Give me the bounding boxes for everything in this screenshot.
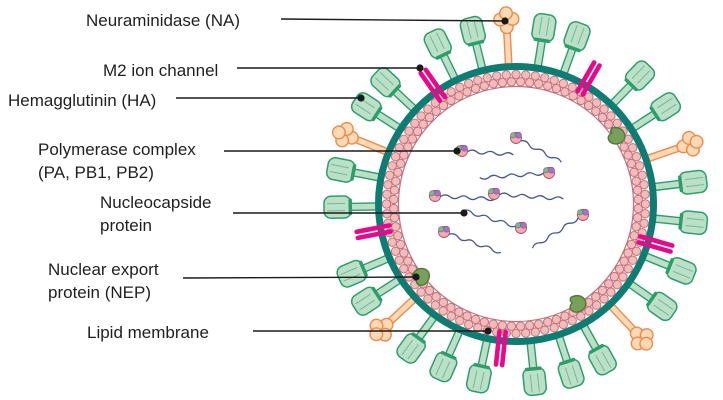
m2-ion-channel-spike: [636, 234, 675, 254]
rnp-segment: [488, 187, 564, 201]
label-m2-ion-channel: M2 ion channel: [103, 61, 219, 80]
m2-ion-channel-spike: [418, 67, 448, 103]
rna-strand: [448, 233, 502, 254]
leader-line-nuclear-export-protein: [182, 276, 417, 279]
rnp-segment: [479, 166, 555, 180]
label-polymerase-complex: Polymerase complex (PA, PB1, PB2): [38, 140, 196, 182]
label-hemagglutinin: Hemagglutinin (HA): [8, 91, 157, 110]
label-neuraminidase: Neuraminidase (NA): [86, 11, 240, 30]
membrane-inner-line: [397, 85, 635, 323]
label-nuclear-export-protein: Nuclear export protein (NEP): [48, 260, 159, 302]
leader-dot-nucleocapside-protein: [460, 209, 468, 217]
rnp-segment: [462, 209, 527, 234]
hemagglutinin-spike: [370, 67, 426, 121]
rna-strand: [467, 149, 514, 156]
hemagglutinin-spike: [423, 28, 464, 92]
m2-ion-channel-spike: [493, 328, 508, 368]
lipid-membrane-beads: [381, 69, 651, 339]
rna-strand: [499, 192, 564, 201]
m2-ion-channel-spike: [354, 223, 393, 241]
leader-dot-neuraminidase: [501, 17, 509, 25]
hemagglutinin-spike: [601, 60, 656, 116]
rna-strand: [520, 140, 562, 163]
leader-dot-hemagglutinin: [357, 94, 365, 102]
hemagglutinin-spike: [574, 312, 617, 376]
leader-dot-m2-ion-channel: [416, 64, 424, 72]
rnp-segment: [532, 208, 589, 249]
hemagglutinin-spike: [522, 328, 548, 397]
rnp-segment: [510, 131, 562, 163]
viral-envelope-ring: [375, 63, 657, 345]
rna-strand: [532, 217, 579, 249]
label-nucleocapside-protein: Nucleocapside protein: [100, 193, 212, 235]
leader-dot-polymerase-complex: [453, 147, 461, 155]
rna-strand: [440, 194, 496, 202]
rnp-segment: [429, 189, 496, 202]
rna-strand: [462, 209, 516, 228]
leader-line-neuraminidase: [280, 18, 506, 22]
leader-dot-nuclear-export-protein: [412, 273, 420, 281]
label-lipid-membrane: Lipid membrane: [87, 323, 209, 342]
leader-dot-lipid-membrane: [484, 327, 492, 335]
nep-blob: [607, 126, 626, 145]
nep-blob: [569, 294, 587, 313]
rnp-segment: [438, 225, 502, 254]
m2-ion-channel-spike: [575, 60, 602, 97]
rna-strand: [479, 172, 544, 180]
